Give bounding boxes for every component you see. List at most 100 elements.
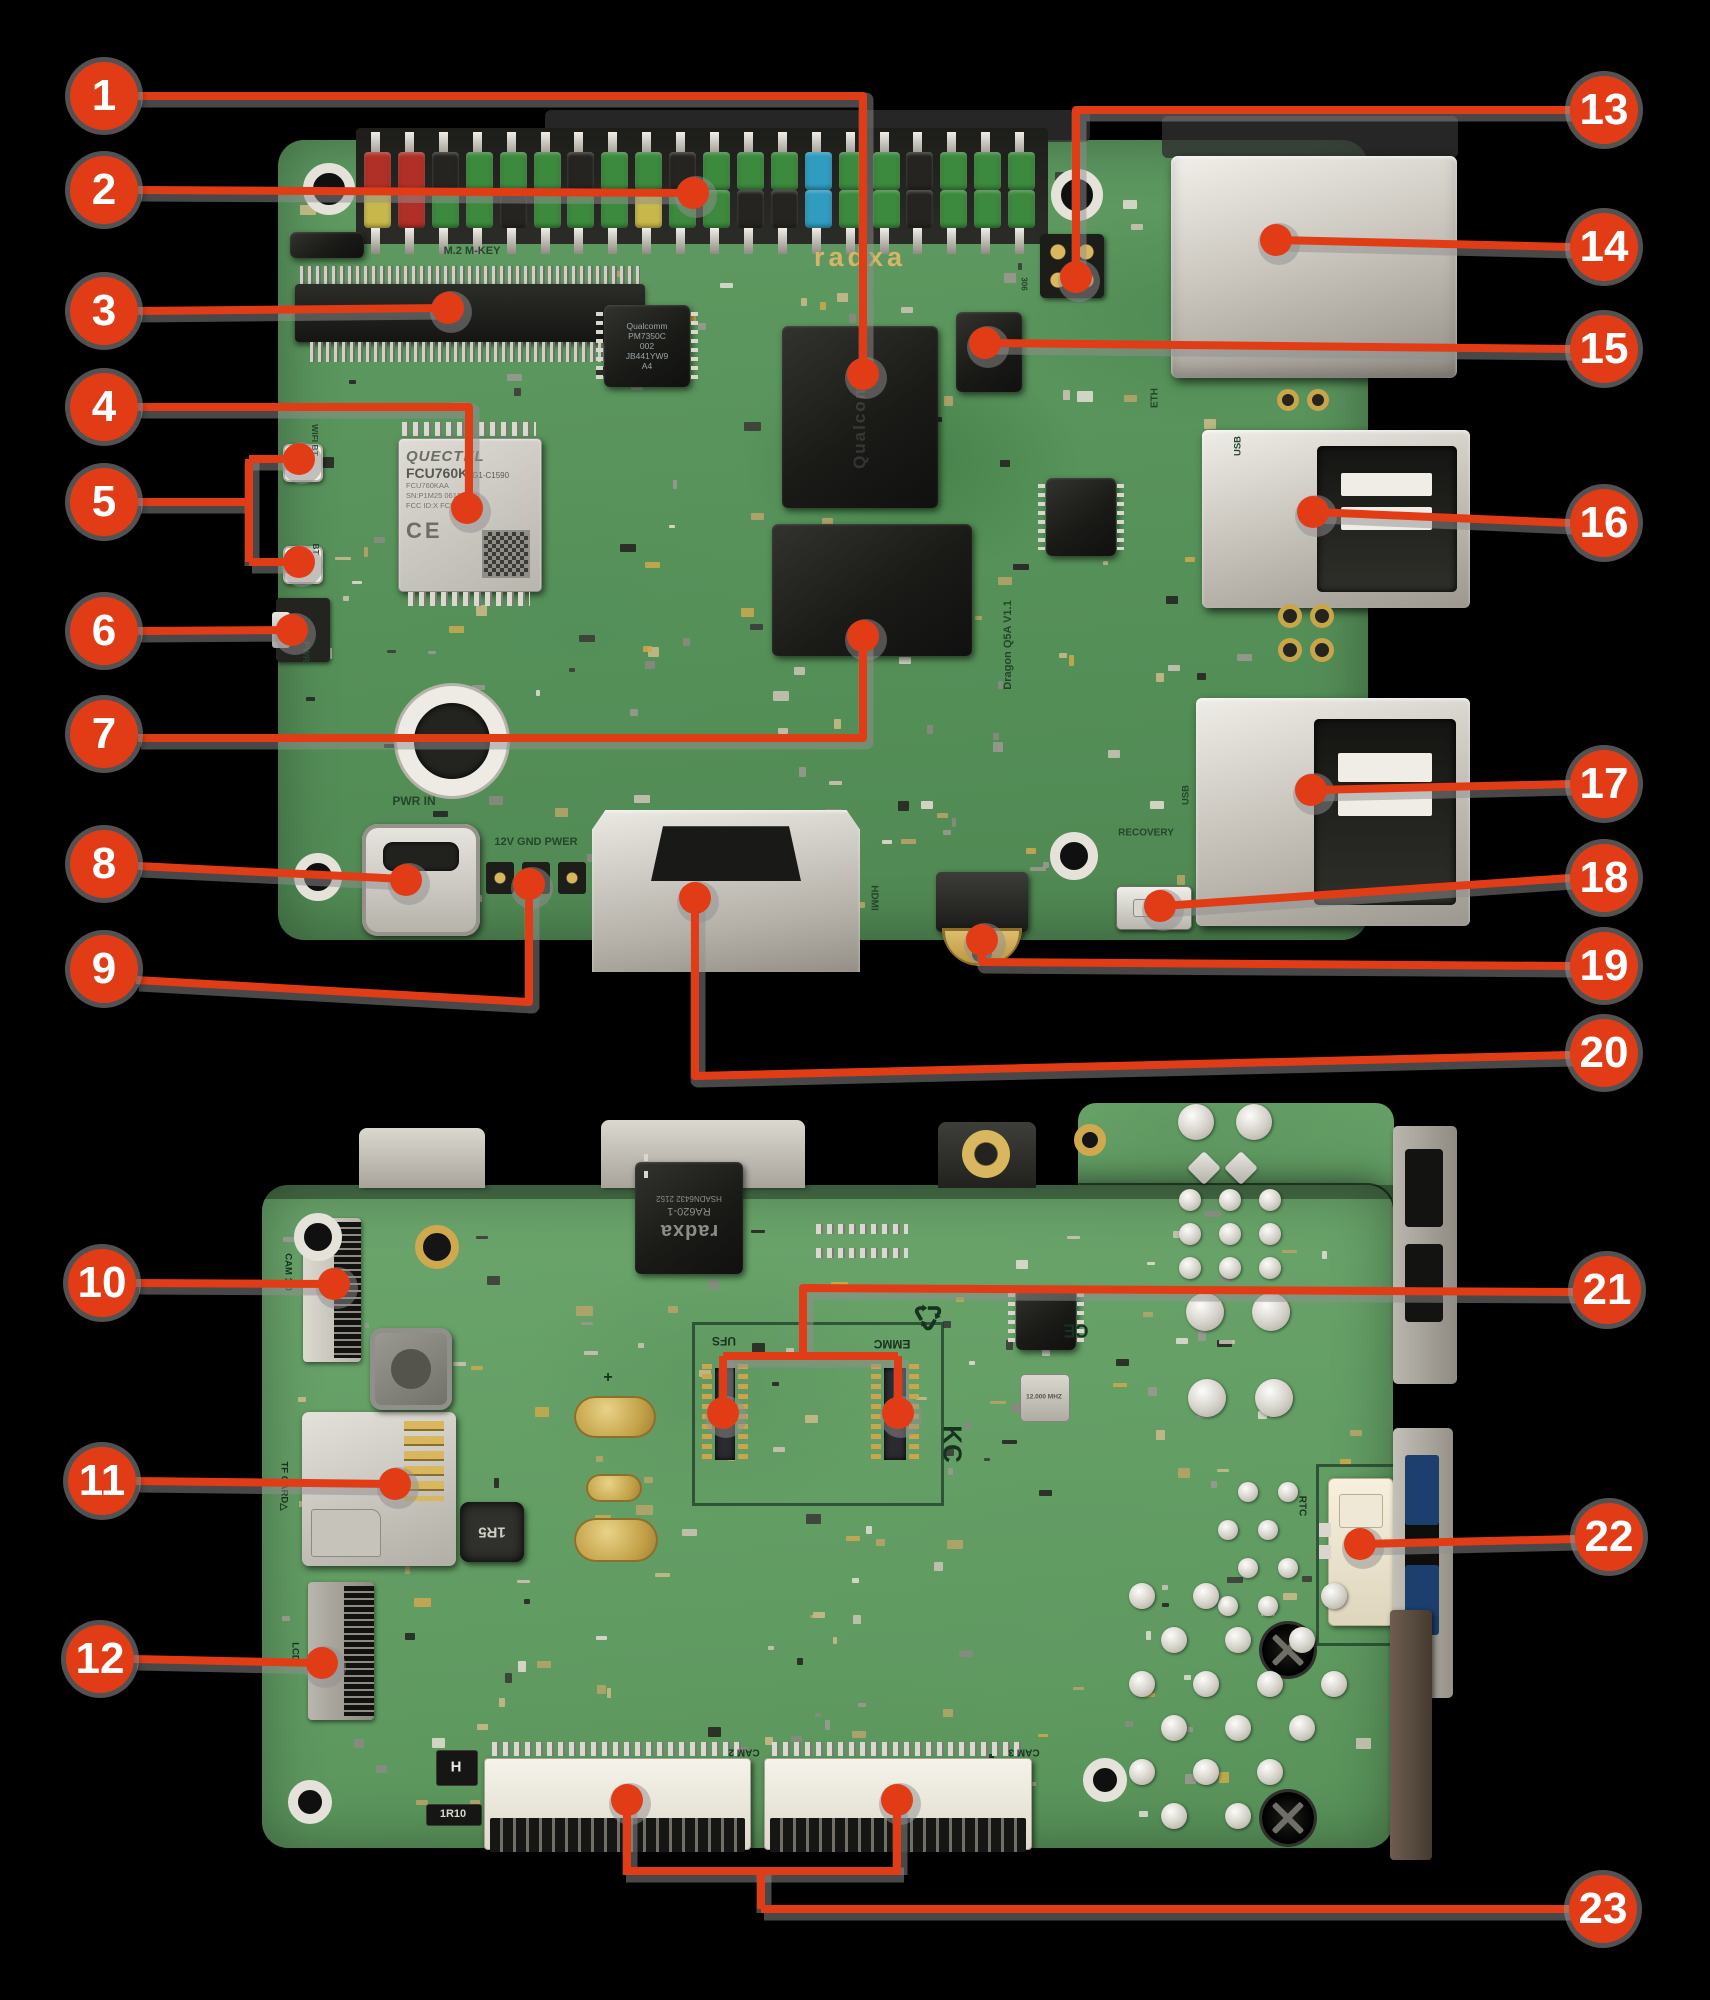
silkscreen-label: ♺ xyxy=(912,1297,944,1335)
through-hole-pad xyxy=(1257,1759,1283,1785)
smd-component xyxy=(901,839,917,845)
smd-component xyxy=(322,457,334,469)
smd-component xyxy=(1257,1410,1267,1419)
usb-port-upper xyxy=(1202,430,1470,608)
smd-component xyxy=(1204,1210,1222,1218)
smd-component xyxy=(998,577,1013,585)
through-hole-pad xyxy=(1321,1671,1347,1697)
smd-component xyxy=(1073,1687,1084,1691)
callout-badge-18: 18 xyxy=(1570,844,1638,912)
gpio-pin-upper xyxy=(465,152,493,190)
smd-component xyxy=(832,1637,838,1645)
gpio-pin-lower xyxy=(364,190,391,228)
lead-line-6 xyxy=(140,626,294,643)
smd-component xyxy=(681,1529,698,1537)
smd-component xyxy=(507,373,523,382)
gpio-pin-lower xyxy=(804,190,832,228)
smd-component xyxy=(1166,596,1179,605)
smd-component xyxy=(805,1513,821,1525)
smd-component xyxy=(416,1799,429,1805)
usbc-port xyxy=(362,824,480,936)
smd-component xyxy=(1058,653,1068,658)
via-hole xyxy=(294,1213,342,1261)
qr-code xyxy=(482,530,530,578)
usb-port-lower xyxy=(1196,698,1470,926)
smd-component xyxy=(944,1449,954,1456)
smd-component xyxy=(846,1535,860,1541)
gpio-pin-contact-bottom xyxy=(574,228,584,254)
smd-component xyxy=(881,839,892,845)
silkscreen-label: RECOVERY xyxy=(1118,827,1174,839)
gpio-pin-upper xyxy=(499,152,527,190)
gpio-pin-contact-bottom xyxy=(710,228,719,254)
gpio-pin-lower xyxy=(431,190,459,228)
smd-component xyxy=(1016,1260,1028,1269)
smd-component xyxy=(947,1539,963,1550)
smd-component xyxy=(936,813,948,819)
smd-component xyxy=(1301,1576,1313,1583)
silkscreen-label: H xyxy=(450,1758,462,1776)
through-hole-pad xyxy=(1258,1520,1278,1540)
silkscreen-label: EMMC xyxy=(873,1337,911,1351)
smd-component xyxy=(901,306,913,313)
gpio-pin-contact-top xyxy=(642,132,652,152)
through-hole-pad xyxy=(1179,1189,1201,1211)
callout-badge-5: 5 xyxy=(70,468,138,536)
radxa-silkscreen-logo: radxa xyxy=(813,242,907,272)
smd-component xyxy=(636,1505,653,1515)
gpio-pin-lower xyxy=(974,190,1002,228)
smd-component xyxy=(793,667,805,676)
smd-component xyxy=(1217,1468,1229,1473)
smd-component xyxy=(951,817,956,827)
gpio-pin-upper xyxy=(364,152,391,190)
smd-component xyxy=(595,1456,604,1462)
via-hole-gold xyxy=(1074,1124,1106,1156)
smd-component xyxy=(772,1447,786,1452)
smd-component xyxy=(956,1297,964,1303)
gpio-pin-contact-bottom xyxy=(913,228,923,254)
inductor-1 xyxy=(370,1328,452,1410)
smd-component xyxy=(448,626,465,633)
gold-pad-2 xyxy=(586,1474,642,1502)
soc-chip-marking: Qualcomm xyxy=(849,365,869,469)
smd-component xyxy=(669,524,675,528)
gpio-pin-lower xyxy=(635,190,663,228)
smd-component xyxy=(363,546,368,558)
smd-component xyxy=(488,796,503,805)
power-pin-12v xyxy=(486,862,514,894)
smd-component xyxy=(1219,1339,1235,1344)
via-hole-gold xyxy=(415,1225,459,1269)
gpio-pin-contact-bottom xyxy=(404,228,414,254)
through-hole-pad xyxy=(1257,1671,1283,1697)
callout-badge-22: 22 xyxy=(1575,1503,1643,1571)
through-hole-pad xyxy=(1259,1189,1281,1211)
callout-badge-23: 23 xyxy=(1569,1875,1637,1943)
lcd-connector xyxy=(308,1582,374,1720)
smd-component xyxy=(829,780,843,786)
gpio-pin-lower xyxy=(906,190,934,228)
through-hole-pad xyxy=(1179,1257,1201,1279)
silkscreen-label: CAM 2 xyxy=(728,1746,760,1758)
smd-component xyxy=(596,1685,606,1695)
smd-component xyxy=(535,1407,549,1417)
smd-component xyxy=(707,1726,721,1737)
smd-component xyxy=(471,1366,483,1370)
smd-component xyxy=(595,1515,612,1519)
smd-component xyxy=(1177,1467,1190,1479)
smd-component xyxy=(764,1737,774,1745)
smd-component xyxy=(469,1800,480,1808)
smd-component xyxy=(475,1235,489,1240)
smd-component xyxy=(654,1572,671,1577)
silkscreen-label: WIFI BT xyxy=(310,424,320,456)
through-hole-pad xyxy=(1218,1520,1238,1540)
pmic2-chip xyxy=(956,312,1022,392)
callout-badge-21: 21 xyxy=(1573,1256,1641,1324)
smd-component xyxy=(297,1396,306,1403)
smd-component xyxy=(852,1615,861,1624)
gpio-pin-contact-bottom xyxy=(947,228,957,254)
smd-component xyxy=(1038,1733,1048,1737)
smd-component xyxy=(974,615,983,620)
silkscreen-label: PWR IN xyxy=(392,794,436,808)
smd-component xyxy=(1183,1674,1192,1681)
smd-component xyxy=(282,1615,291,1621)
